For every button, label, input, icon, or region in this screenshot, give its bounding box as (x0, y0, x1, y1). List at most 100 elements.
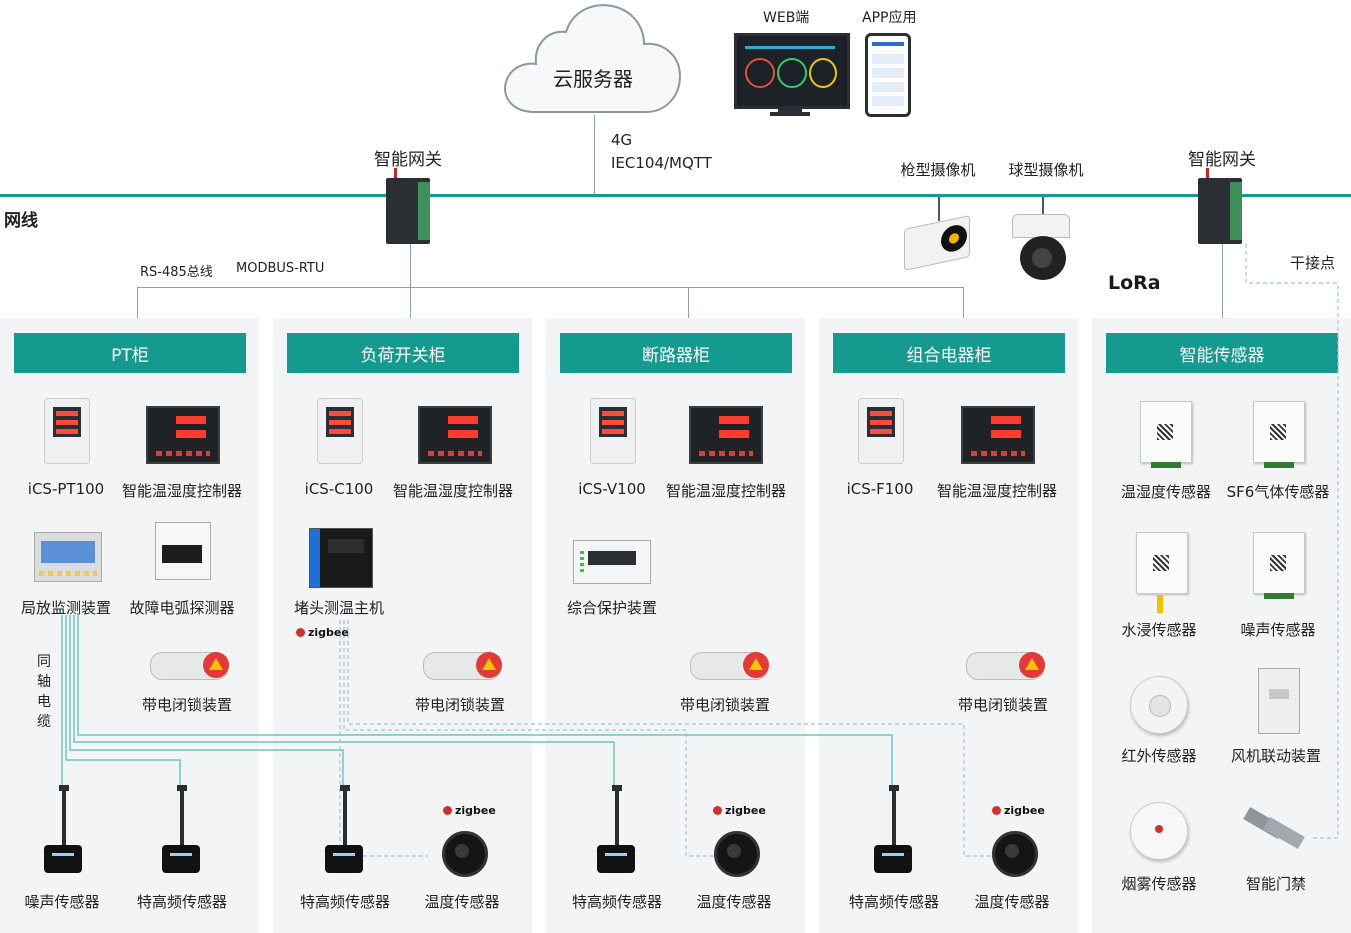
lock-icon (423, 652, 502, 680)
phone-icon (865, 33, 911, 117)
zigbee-logo: zigbee (992, 804, 1045, 817)
cloud-label: 云服务器 (553, 67, 633, 91)
sensor-smoke-label: 烟雾传感器 (1121, 875, 1197, 893)
web-label: WEB端 (763, 10, 810, 26)
coax-label: 同 轴 电 缆 (37, 654, 51, 730)
lock-icon (966, 652, 1045, 680)
load-temp-label: 温度传感器 (424, 893, 500, 911)
gateway-left-icon (386, 168, 430, 244)
gateway-right-label: 智能网关 (1188, 150, 1256, 170)
gateway-right-icon (1198, 168, 1242, 244)
breaker-uhf-label: 特高频传感器 (571, 893, 663, 911)
network-line (0, 194, 1351, 197)
link-protocol-label: IEC104/MQTT (611, 154, 712, 172)
network-label: 网线 (4, 211, 38, 231)
pt-noise-label: 噪声传感器 (24, 893, 100, 911)
link-4g-label: 4G (611, 131, 633, 149)
controller-icon (961, 406, 1035, 464)
breaker-lock-label: 带电闭锁装置 (679, 696, 771, 714)
lora-logo: LoRa (1108, 272, 1161, 294)
pt-pd-monitor-label: 局放监测装置 (20, 599, 112, 617)
combo-temp-label: 温度传感器 (974, 893, 1050, 911)
combo-lock-label: 带电闭锁装置 (957, 696, 1049, 714)
cloud-uplink-line (594, 115, 595, 195)
gateway-left-drop (410, 244, 411, 318)
bus-drop-pt (137, 287, 138, 318)
gateway-left-label: 智能网关 (374, 150, 442, 170)
rs485-bus-line (137, 287, 964, 288)
panel-sensors-title: 智能传感器 (1106, 333, 1338, 373)
zigbee-logo: zigbee (296, 626, 349, 639)
monitor-base (770, 112, 810, 116)
infrared-sensor-icon (1130, 676, 1188, 734)
arc-detector-icon (155, 522, 211, 580)
dome-camera-label: 球型摄像机 (1008, 161, 1084, 179)
pt-lock-label: 带电闭锁装置 (141, 696, 233, 714)
sensor-water-label: 水浸传感器 (1121, 621, 1197, 639)
controller-icon (146, 406, 220, 464)
temperature-sensor-icon (442, 831, 488, 877)
noise-sensor-icon (1253, 532, 1305, 599)
uhf-sensor-icon (597, 785, 637, 897)
fan-linkage-icon (1258, 668, 1300, 734)
sensor-sf6-label: SF6气体传感器 (1226, 483, 1330, 501)
uhf-sensor-icon (162, 785, 202, 897)
load-controller-label: 智能温湿度控制器 (392, 482, 514, 500)
bus-drop-combo (963, 287, 964, 318)
meter-icon (590, 398, 636, 464)
gun-camera-mount (938, 197, 940, 221)
load-lock-label: 带电闭锁装置 (414, 696, 506, 714)
bus-drop-breaker (688, 287, 689, 318)
load-host-label: 堵头测温主机 (293, 599, 385, 617)
controller-icon (689, 406, 763, 464)
zigbee-logo: zigbee (713, 804, 766, 817)
panel-combo-title: 组合电器柜 (833, 333, 1065, 373)
combo-controller-label: 智能温湿度控制器 (936, 482, 1058, 500)
meter-icon (858, 398, 904, 464)
monitor-icon (734, 33, 850, 109)
load-uhf-label: 特高频传感器 (299, 893, 391, 911)
panel-breaker-title: 断路器柜 (560, 333, 792, 373)
door-access-icon (1243, 806, 1308, 850)
dome-camera-icon (1012, 214, 1070, 280)
app-label: APP应用 (862, 10, 917, 26)
protection-device-icon (573, 540, 651, 584)
panel-load-title: 负荷开关柜 (287, 333, 519, 373)
pt-uhf-label: 特高频传感器 (136, 893, 228, 911)
sensor-fan-label: 风机联动装置 (1230, 747, 1322, 765)
cloud-icon (504, 4, 682, 113)
controller-icon (418, 406, 492, 464)
sensor-noise-label: 噪声传感器 (1240, 621, 1316, 639)
sensor-temp-hum-label: 温湿度传感器 (1120, 483, 1212, 501)
combo-uhf-label: 特高频传感器 (848, 893, 940, 911)
temp-humidity-sensor-icon (1140, 401, 1192, 468)
temp-host-icon (309, 528, 373, 588)
meter-icon (317, 398, 363, 464)
meter-icon (44, 398, 90, 464)
uhf-sensor-icon (874, 785, 914, 897)
lock-icon (690, 652, 769, 680)
breaker-temp-label: 温度传感器 (696, 893, 772, 911)
combo-meter-label: iCS-F100 (846, 480, 914, 498)
dome-camera-mount (1042, 197, 1044, 217)
modbus-label: MODBUS-RTU (236, 261, 325, 276)
pt-meter-label: iCS-PT100 (27, 480, 105, 498)
sf6-sensor-icon (1253, 401, 1305, 468)
dry-contact-label: 干接点 (1290, 254, 1336, 272)
smoke-sensor-icon (1130, 802, 1188, 860)
breaker-controller-label: 智能温湿度控制器 (665, 482, 787, 500)
monitor-stand (778, 106, 802, 112)
pt-arc-detector-label: 故障电弧探测器 (129, 599, 235, 617)
temperature-sensor-icon (714, 831, 760, 877)
pt-controller-label: 智能温湿度控制器 (121, 482, 243, 500)
breaker-meter-label: iCS-V100 (578, 480, 646, 498)
sensor-infrared-label: 红外传感器 (1121, 747, 1197, 765)
gateway-right-drop (1222, 244, 1223, 318)
pd-monitor-icon (34, 532, 102, 582)
uhf-sensor-icon (325, 785, 365, 897)
sensor-door-label: 智能门禁 (1245, 875, 1307, 893)
load-meter-label: iCS-C100 (304, 480, 374, 498)
water-sensor-icon (1136, 532, 1188, 613)
gun-camera-label: 枪型摄像机 (900, 161, 976, 179)
